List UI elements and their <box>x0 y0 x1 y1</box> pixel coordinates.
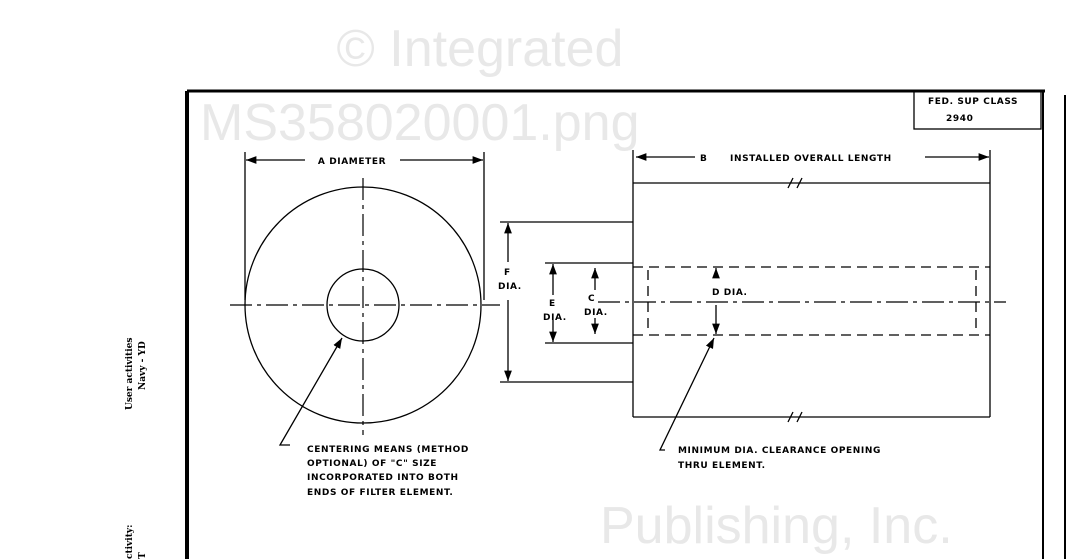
centering-note: CENTERING MEANS (METHOD OPTIONAL) OF "C"… <box>307 445 469 498</box>
navy-note: Navy - YD <box>138 341 148 390</box>
custodian-value: T <box>138 552 148 559</box>
user-activities-note: User activities <box>125 338 135 410</box>
c-letter: C <box>588 294 595 304</box>
c-dia-label: DIA. <box>584 308 608 318</box>
e-letter: E <box>549 299 556 309</box>
fed-sup-class-value: 2940 <box>946 114 973 124</box>
custodian-note: ctivity: <box>125 525 135 559</box>
side-notes: User activities Navy - YD ctivity: T <box>125 338 148 559</box>
d-dia-label: D DIA. <box>712 288 748 298</box>
f-dia-label: DIA. <box>498 282 522 292</box>
drawing-frame <box>185 89 1066 559</box>
centering-note-line: CENTERING MEANS (METHOD <box>307 445 469 455</box>
clearance-note-line: MINIMUM DIA. CLEARANCE OPENING <box>678 446 881 456</box>
fed-sup-class-label: FED. SUP CLASS <box>928 97 1018 107</box>
side-view: B INSTALLED OVERALL LENGTH F DIA. E DIA.… <box>498 150 1006 471</box>
clearance-note: MINIMUM DIA. CLEARANCE OPENING THRU ELEM… <box>678 446 881 471</box>
b-letter: B <box>700 154 707 164</box>
watermark: © Integrated Publishing, Inc. MS35802000… <box>200 20 953 555</box>
centering-note-line: OPTIONAL) OF "C" SIZE <box>307 459 437 469</box>
a-diameter-label: A DIAMETER <box>318 157 386 167</box>
watermark-line1: © Integrated <box>337 20 624 78</box>
b-length-label: INSTALLED OVERALL LENGTH <box>730 154 892 164</box>
e-dia-label: DIA. <box>543 313 567 323</box>
title-block: FED. SUP CLASS 2940 <box>913 90 1042 130</box>
clearance-note-line: THRU ELEMENT. <box>678 461 766 471</box>
watermark-line3: MS358020001.png <box>200 94 640 152</box>
centering-note-line: INCORPORATED INTO BOTH <box>307 473 459 483</box>
f-letter: F <box>504 268 511 278</box>
centering-note-line: ENDS OF FILTER ELEMENT. <box>307 488 453 498</box>
watermark-line2: Publishing, Inc. <box>600 497 953 555</box>
end-view: A DIAMETER CENTERING MEANS (METHOD OPTIO… <box>230 152 500 498</box>
